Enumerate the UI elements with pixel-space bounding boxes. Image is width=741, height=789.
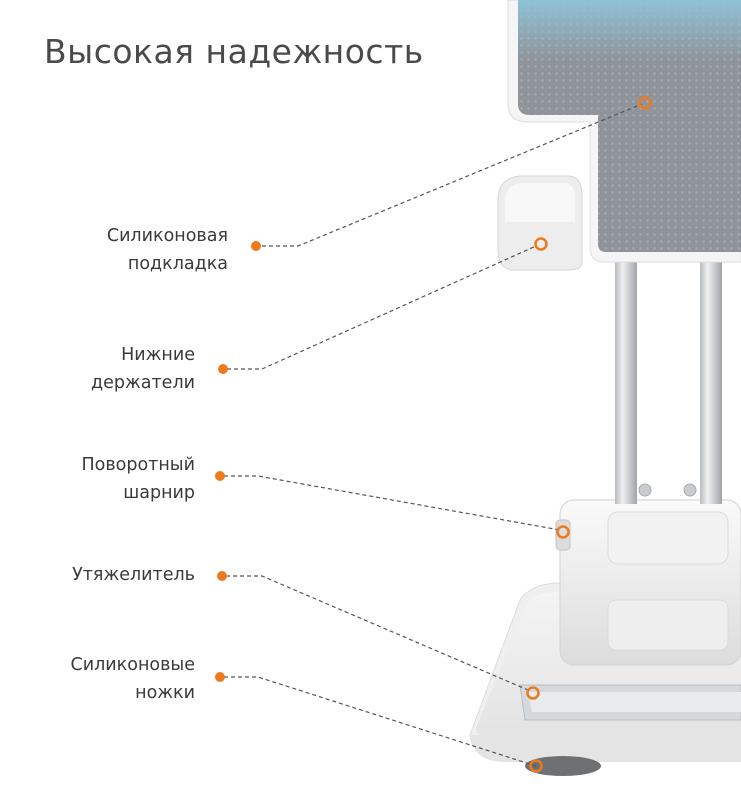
label-lower-holders: Нижние держатели	[91, 341, 195, 397]
target-rings	[526, 96, 652, 773]
tablet	[507, 0, 741, 263]
label-swivel-hinge: Поворотный шарнир	[81, 451, 195, 507]
label-line: Нижние	[121, 345, 195, 365]
marker-dot	[218, 364, 228, 374]
lower-holder	[497, 175, 583, 271]
label-line: Силиконовые	[70, 655, 195, 675]
marker-dot	[251, 241, 261, 251]
label-line: подкладка	[127, 254, 228, 274]
target-ring	[526, 686, 540, 700]
silicone-foot	[525, 756, 601, 776]
weight-tray	[519, 684, 741, 721]
label-weight: Утяжелитель	[72, 561, 195, 589]
page-title: Высокая надежность	[44, 32, 424, 71]
label-line: Поворотный	[81, 455, 195, 475]
label-line: Силиконовая	[106, 226, 228, 246]
label-line: Утяжелитель	[72, 565, 195, 585]
target-ring	[529, 759, 543, 773]
support-poles	[615, 252, 722, 504]
target-ring	[556, 525, 570, 539]
leader-line-swivel-hinge	[224, 475, 561, 531]
label-markers	[215, 241, 261, 682]
label-line: шарнир	[123, 483, 195, 503]
target-ring	[638, 96, 652, 110]
leader-line-lower-holders	[227, 245, 537, 370]
target-ring	[534, 237, 548, 251]
label-line: ножки	[135, 683, 195, 703]
leader-line-weight	[226, 575, 529, 691]
hinge-block	[555, 499, 741, 666]
label-silicone-pad: Силиконовая подкладка	[107, 222, 228, 278]
marker-dot	[217, 571, 227, 581]
leader-lines	[224, 103, 643, 767]
marker-dot	[215, 471, 225, 481]
leader-line-silicone-pad	[262, 103, 643, 247]
label-silicone-feet: Силиконовые ножки	[71, 651, 195, 707]
label-line: держатели	[91, 373, 195, 393]
marker-dot	[215, 672, 225, 682]
